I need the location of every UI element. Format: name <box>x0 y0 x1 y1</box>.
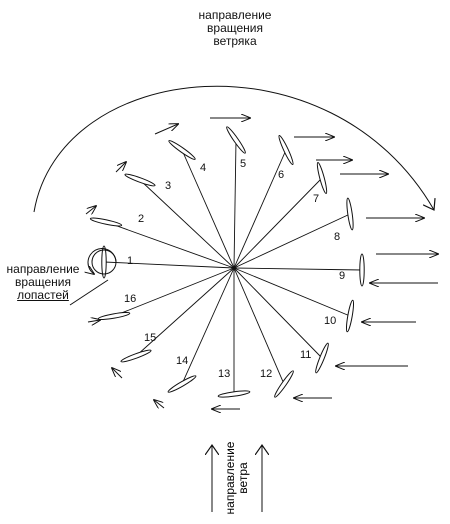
spoke-2 <box>105 221 235 269</box>
blade-number-5: 5 <box>240 158 247 170</box>
spoke-6 <box>233 149 287 269</box>
spokes-group <box>103 139 363 394</box>
blade-8 <box>346 197 354 231</box>
motion-arrow-17 <box>87 320 100 322</box>
blade-9 <box>359 253 365 287</box>
blades-group <box>89 126 365 398</box>
blade-rotation-label-line1: направление <box>6 262 80 276</box>
blade-number-14: 14 <box>176 355 189 367</box>
spoke-3 <box>139 179 235 269</box>
spoke-7 <box>233 177 323 269</box>
blade-rotation-arc <box>88 248 117 274</box>
blade-rotation-pointer <box>69 279 109 306</box>
blade-1 <box>101 245 107 279</box>
blade-12 <box>274 370 294 398</box>
spoke-11 <box>233 267 323 359</box>
wind-direction-label-text: направление ветра <box>223 442 250 515</box>
spoke-1 <box>103 261 235 269</box>
motion-arrow-1 <box>154 124 178 135</box>
blade-11 <box>315 342 329 374</box>
spoke-12 <box>233 267 285 385</box>
rotor-rotation-label-line1: направление <box>198 8 272 22</box>
blade-16 <box>97 311 131 321</box>
blade-rotation-label: направление вращения лопастей <box>2 263 84 302</box>
blade-number-2: 2 <box>138 213 145 225</box>
blade-13 <box>217 390 251 398</box>
spoke-9 <box>233 267 363 271</box>
blade-number-13: 13 <box>218 368 231 380</box>
spoke-16 <box>113 267 235 317</box>
blade-number-10: 10 <box>324 315 337 327</box>
blade-number-6: 6 <box>278 169 285 181</box>
blade-number-11: 11 <box>300 349 312 361</box>
blade-5 <box>226 126 246 154</box>
blade-number-8: 8 <box>334 231 341 243</box>
motion-arrow-14 <box>112 368 123 379</box>
rotor-rotation-label: направление вращения ветряка <box>190 9 280 48</box>
blade-10 <box>345 299 355 333</box>
blade-rotation-label-line2: вращения <box>15 275 71 289</box>
spoke-4 <box>181 149 235 269</box>
wind-direction-label-line2: ветра <box>236 462 250 494</box>
spoke-5 <box>233 139 237 269</box>
motion-arrow-2 <box>115 162 126 173</box>
blade-number-16: 16 <box>124 293 137 305</box>
blade-number-15: 15 <box>144 332 157 344</box>
blade-number-9: 9 <box>339 270 346 282</box>
blade-4 <box>168 140 196 160</box>
blade-3 <box>124 173 156 187</box>
blade-rotation-label-line3: лопастей <box>17 288 69 302</box>
wind-direction-label: направление ветра <box>223 438 250 518</box>
blade-number-1: 1 <box>127 255 134 267</box>
rotor-rotation-label-line2: вращения <box>207 21 263 35</box>
blade-2 <box>89 217 123 227</box>
spoke-15 <box>135 267 235 357</box>
motion-arrow-3 <box>85 206 96 214</box>
blade-7 <box>316 162 328 194</box>
blade-15 <box>120 349 152 363</box>
blade-14 <box>167 375 197 393</box>
spoke-10 <box>233 267 351 317</box>
wind-arrows-group <box>85 118 438 409</box>
blade-number-3: 3 <box>165 180 172 192</box>
rotor-rotation-label-line3: ветряка <box>213 34 257 48</box>
spoke-8 <box>233 213 351 269</box>
blade-number-4: 4 <box>200 162 207 174</box>
spoke-14 <box>181 267 235 385</box>
rotor-rotation-arc <box>33 85 434 213</box>
blade-6 <box>278 134 294 166</box>
motion-arrow-15 <box>154 400 165 408</box>
blade-number-12: 12 <box>260 368 273 380</box>
blade-number-7: 7 <box>313 193 320 205</box>
